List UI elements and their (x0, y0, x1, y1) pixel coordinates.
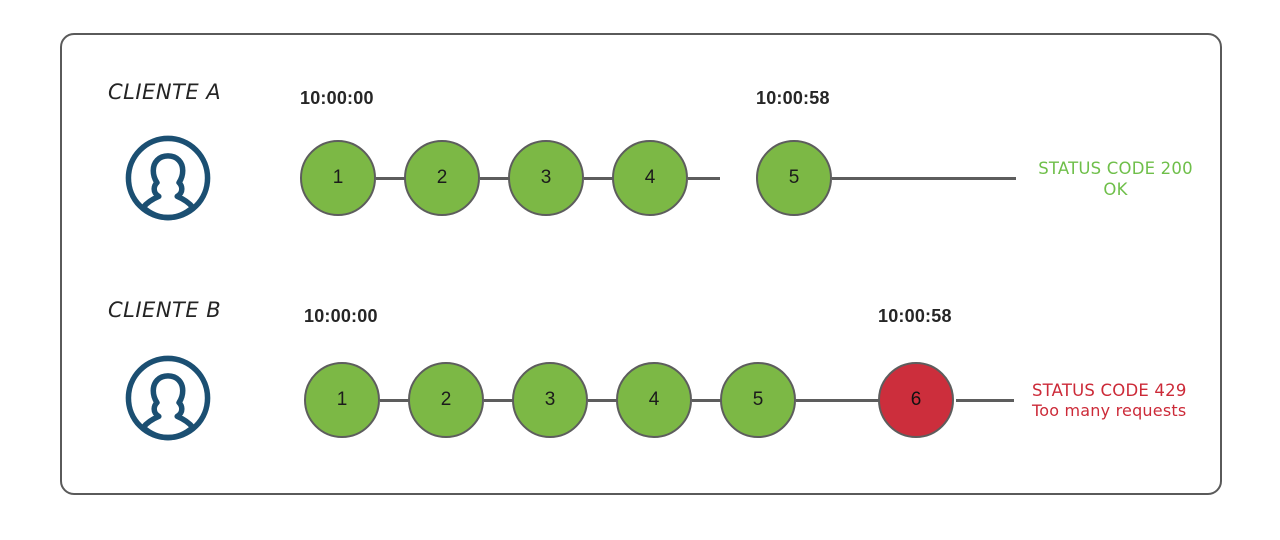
link-a-4-5 (688, 177, 720, 180)
status-badge-a: STATUS CODE 200 OK (1028, 158, 1203, 200)
client-b-label: CLIENTE B (108, 298, 222, 322)
status-a-text: OK (1103, 180, 1128, 200)
request-node[interactable]: 1 (304, 362, 380, 438)
request-node[interactable]: 5 (756, 140, 832, 216)
request-node[interactable]: 1 (300, 140, 376, 216)
request-node[interactable]: 5 (720, 362, 796, 438)
link-b-1-2 (380, 399, 412, 402)
request-node[interactable]: 4 (612, 140, 688, 216)
request-node[interactable]: 4 (616, 362, 692, 438)
request-node[interactable]: 3 (512, 362, 588, 438)
request-node-blocked[interactable]: 6 (878, 362, 954, 438)
link-b-5-6 (796, 399, 880, 402)
status-a-code: STATUS CODE 200 (1038, 159, 1193, 178)
client-a-label: CLIENTE A (108, 80, 222, 104)
link-a-2-3 (480, 177, 512, 180)
request-node[interactable]: 2 (404, 140, 480, 216)
link-b-2-3 (484, 399, 516, 402)
status-b-code: STATUS CODE 429 (1032, 381, 1187, 400)
user-avatar-icon (122, 132, 214, 224)
user-avatar-icon (122, 352, 214, 444)
link-a-1-2 (376, 177, 408, 180)
client-b-start-time: 10:00:00 (304, 306, 378, 326)
client-a-end-time: 10:00:58 (756, 88, 830, 108)
link-b-6-status (956, 399, 1014, 402)
status-badge-b: STATUS CODE 429 Too many requests (1032, 380, 1222, 422)
client-b-end-time: 10:00:58 (878, 306, 952, 326)
link-a-3-4 (584, 177, 616, 180)
request-node[interactable]: 2 (408, 362, 484, 438)
link-b-4-5 (692, 399, 724, 402)
request-node[interactable]: 3 (508, 140, 584, 216)
client-a-start-time: 10:00:00 (300, 88, 374, 108)
link-b-3-4 (588, 399, 620, 402)
link-a-5-status (832, 177, 1016, 180)
status-b-text: Too many requests (1032, 401, 1187, 421)
